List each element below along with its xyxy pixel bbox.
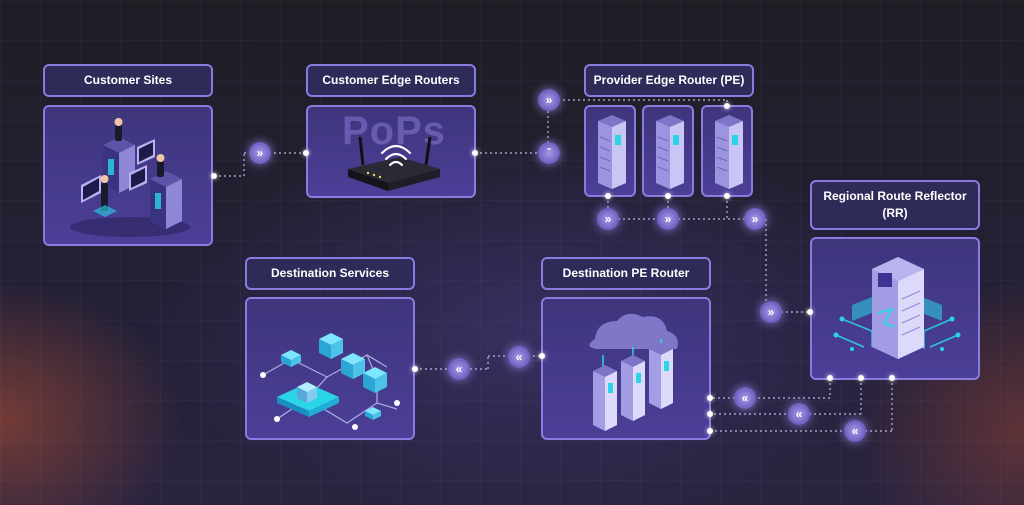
- endpoint-dot: [807, 309, 813, 315]
- forward-arrow-node-3: »: [597, 208, 619, 230]
- customer-edge-routers-panel: PoPs: [306, 105, 476, 198]
- label-customer-sites: Customer Sites: [43, 64, 213, 97]
- destination-pe-router-panel: [541, 297, 711, 440]
- endpoint-dot: [211, 173, 217, 179]
- back-arrow-node-3: «: [734, 387, 756, 409]
- endpoint-dot: [724, 103, 730, 109]
- server-rack-icon: [598, 115, 626, 189]
- forward-arrow-node-2: »: [538, 89, 560, 111]
- endpoint-dot: [707, 411, 713, 417]
- server-rack-icon: [715, 115, 743, 189]
- office-workstations-icon: [70, 118, 190, 237]
- label-destination-services: Destination Services: [245, 257, 415, 290]
- forward-arrow-node-5: »: [744, 208, 766, 230]
- back-arrow-node-4: «: [788, 403, 810, 425]
- endpoint-dot: [707, 428, 713, 434]
- customer-sites-panel: [43, 105, 213, 246]
- up-arrow-node: ˆ: [538, 142, 560, 164]
- endpoint-dot: [412, 366, 418, 372]
- forward-arrow-node-4: »: [657, 208, 679, 230]
- forward-arrow-node-6: »: [760, 301, 782, 323]
- forward-arrow-node-1: »: [249, 142, 271, 164]
- back-arrow-node-2: «: [508, 346, 530, 368]
- label-customer-sites-text: Customer Sites: [83, 73, 173, 87]
- label-customer-edge-routers-text: Customer Edge Routers: [322, 73, 460, 87]
- endpoint-dot: [303, 150, 309, 156]
- endpoint-dot: [539, 353, 545, 359]
- endpoint-dot: [665, 193, 671, 199]
- label-destination-pe-router: Destination PE Router: [541, 257, 711, 290]
- label-customer-edge-routers: Customer Edge Routers: [306, 64, 476, 97]
- endpoint-dot: [707, 395, 713, 401]
- endpoint-dot: [724, 193, 730, 199]
- pe-server-3: [701, 105, 753, 197]
- destination-services-panel: [245, 297, 415, 440]
- endpoint-dot: [827, 375, 833, 381]
- endpoint-dot: [858, 375, 864, 381]
- endpoint-dot: [889, 375, 895, 381]
- endpoint-dot: [472, 150, 478, 156]
- server-rack-icon: [656, 115, 684, 189]
- label-destination-services-text: Destination Services: [270, 266, 390, 280]
- label-destination-pe-router-text: Destination PE Router: [562, 266, 690, 280]
- back-arrow-node-5: «: [844, 420, 866, 442]
- cloud-server-cluster-icon: [589, 313, 678, 431]
- label-regional-route-reflector-text: Regional Route Reflector (RR): [823, 189, 967, 220]
- pe-server-1: [584, 105, 636, 197]
- pe-server-2: [642, 105, 694, 197]
- label-provider-edge-router-text: Provider Edge Router (PE): [593, 73, 745, 87]
- label-regional-route-reflector: Regional Route Reflector (RR): [810, 180, 980, 230]
- cloud-services-cubes-icon: [260, 333, 400, 430]
- route-reflector-server-icon: [833, 257, 961, 359]
- regional-route-reflector-panel: [810, 237, 980, 380]
- endpoint-dot: [605, 193, 611, 199]
- label-provider-edge-router: Provider Edge Router (PE): [584, 64, 754, 97]
- back-arrow-node-1: «: [448, 358, 470, 380]
- wifi-router-icon: [348, 136, 440, 191]
